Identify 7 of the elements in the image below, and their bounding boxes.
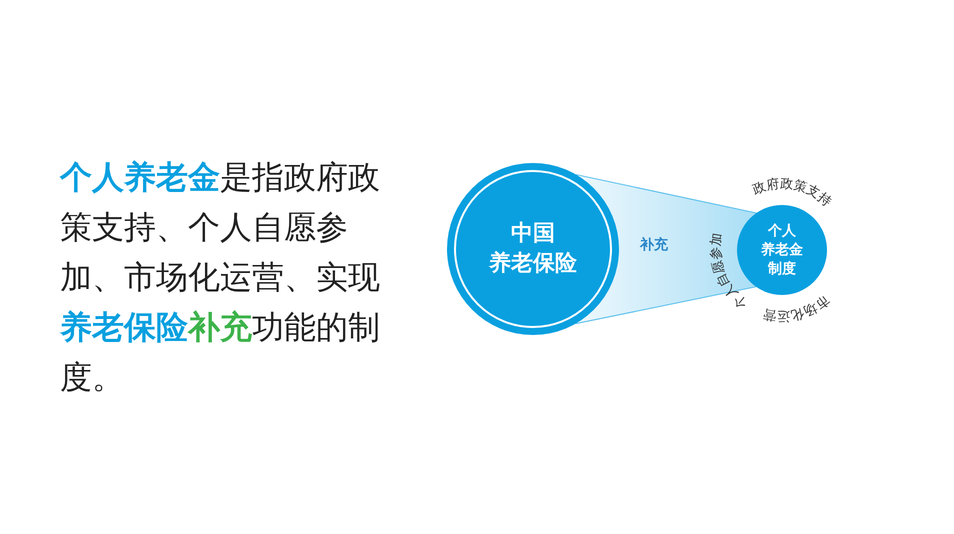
curved-caption: 政府政策支持 [750, 176, 834, 210]
node-label: 中国养老保险 [488, 220, 578, 278]
edge-label: 补充 [640, 238, 668, 252]
definition-paragraph: 个人养老金是指政府政策支持、个人自愿参加、市场化运营、实现养老保险补充功能的制度。 [60, 157, 381, 398]
curved-caption: 市场化运营 [762, 292, 832, 324]
node-label: 个人养老金制度 [760, 222, 804, 278]
curved-caption: 个人自愿参加 [708, 232, 751, 311]
